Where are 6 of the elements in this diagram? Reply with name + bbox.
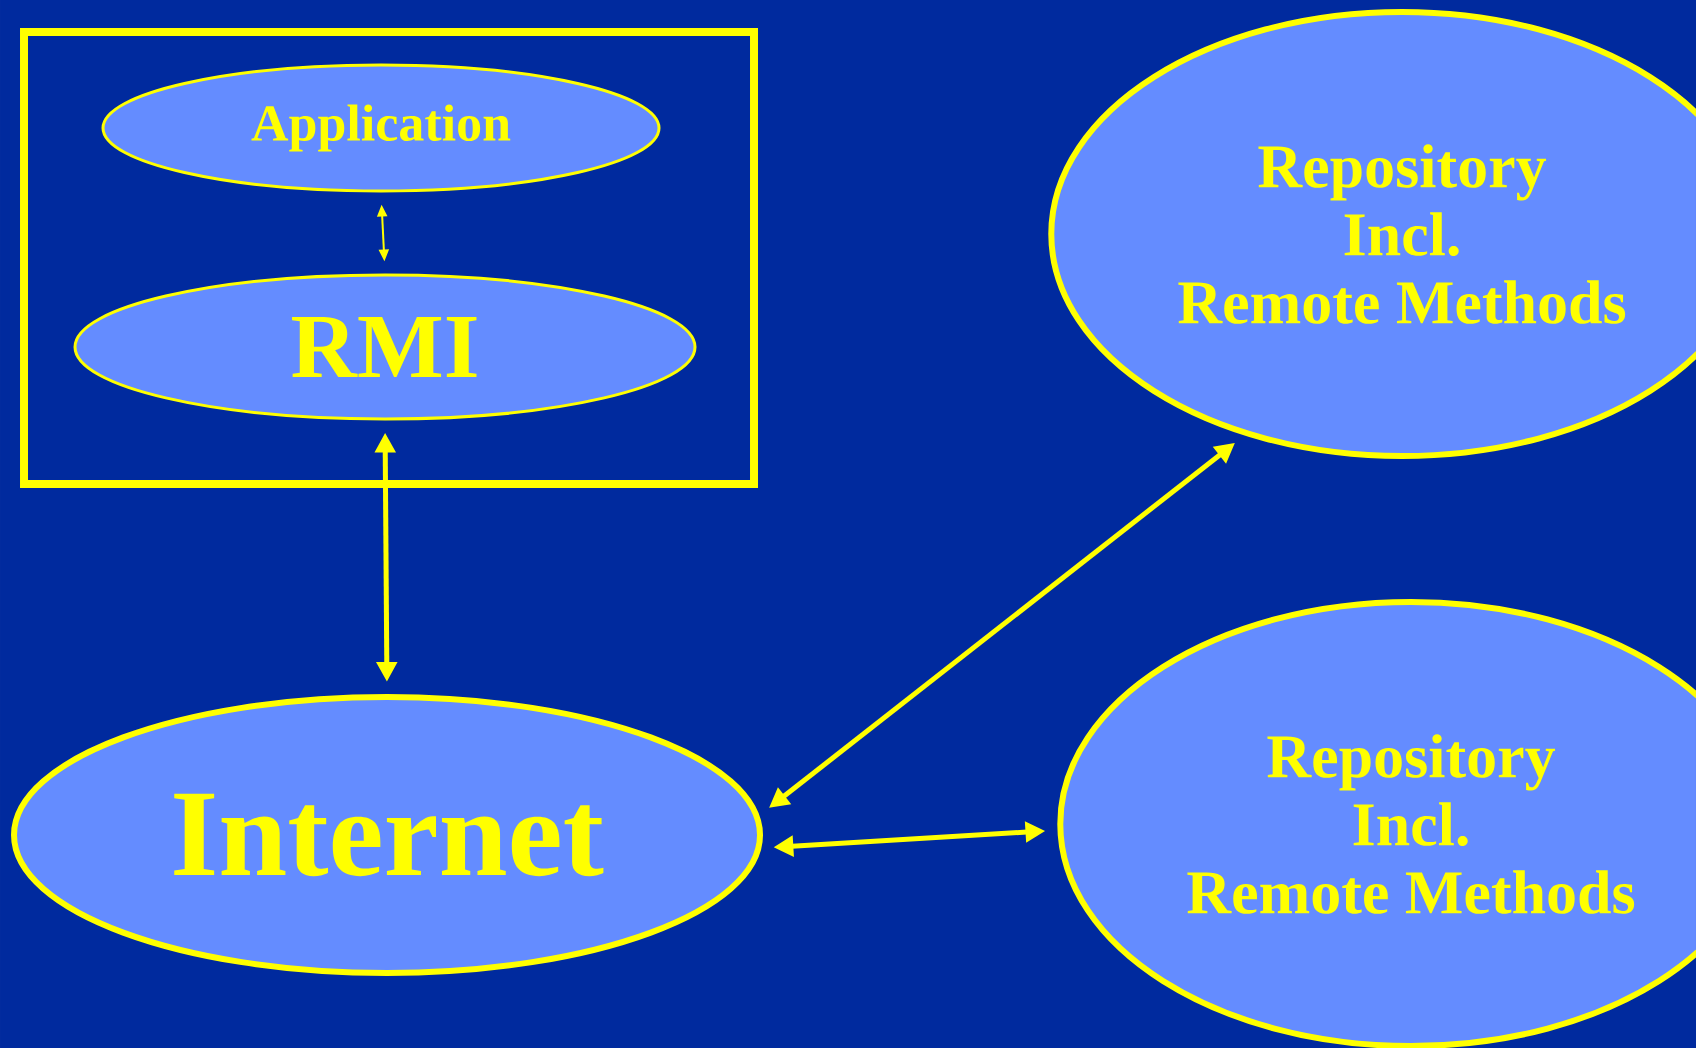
ellipse-node: Repository Incl. Remote Methods [1048,9,1696,459]
ellipse-node: Application [101,63,661,193]
ellipse-node: RMI [73,273,697,421]
ellipse-node: Repository Incl. Remote Methods [1057,599,1696,1048]
frame-box [20,28,758,488]
ellipse-node: Internet [11,694,763,976]
